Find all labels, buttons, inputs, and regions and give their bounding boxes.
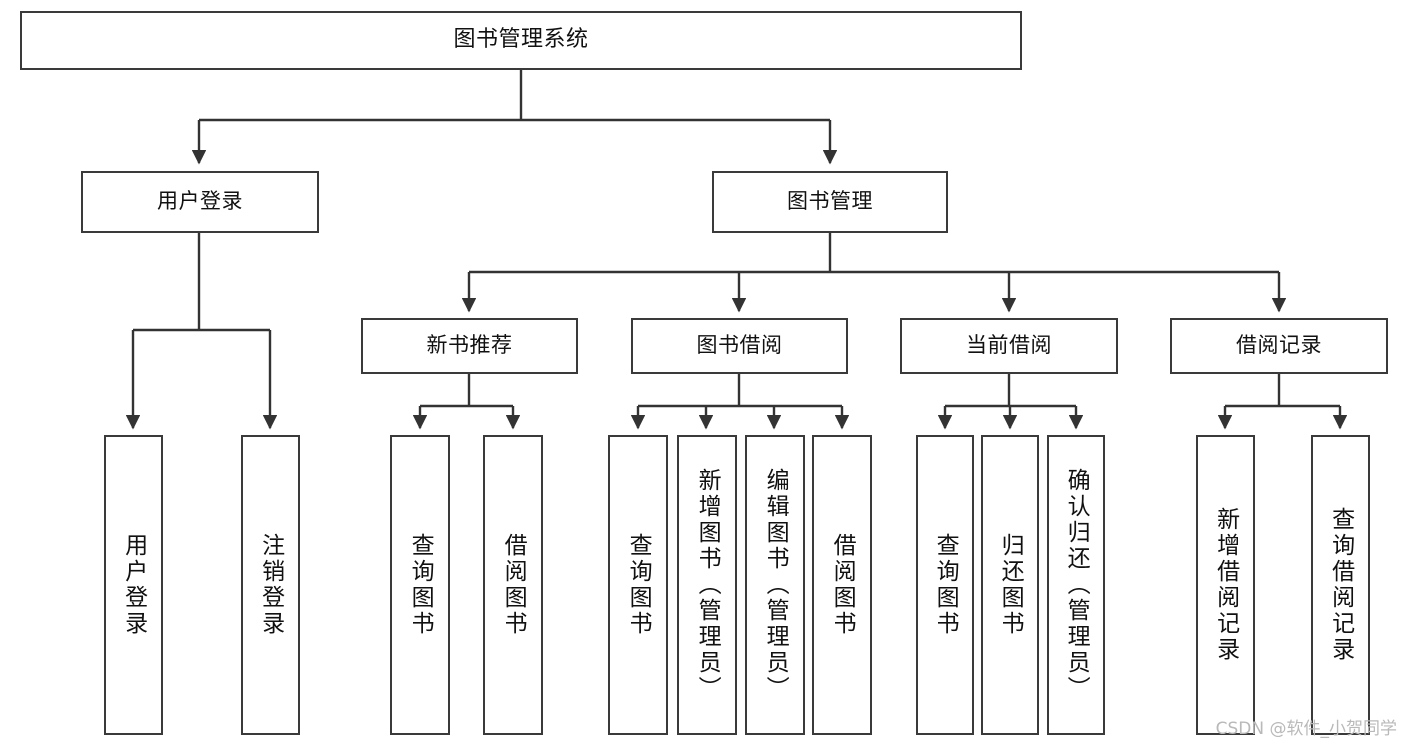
node-root-system[interactable]: 图书管理系统: [20, 11, 1022, 70]
leaf-user-login[interactable]: 用户登录: [104, 435, 163, 735]
node-label: 借阅图书: [500, 533, 527, 637]
node-book-borrow[interactable]: 图书借阅: [631, 318, 848, 374]
node-label: 注销登录: [257, 533, 284, 637]
node-label: 当前借阅: [966, 333, 1052, 358]
node-current-borrow[interactable]: 当前借阅: [900, 318, 1118, 374]
node-label: 用户登录: [157, 189, 243, 214]
node-label: 归还图书: [997, 533, 1024, 637]
node-label: 借阅记录: [1236, 333, 1322, 358]
node-book-management[interactable]: 图书管理: [712, 171, 948, 233]
leaf-query-book-recommend[interactable]: 查询图书: [390, 435, 450, 735]
node-label: 确认归还（管理员）: [1063, 468, 1090, 702]
node-label: 查询图书: [407, 533, 434, 637]
node-user-login[interactable]: 用户登录: [81, 171, 319, 233]
node-label: 查询图书: [932, 533, 959, 637]
node-label: 查询借阅记录: [1327, 507, 1354, 663]
node-label: 图书借阅: [696, 333, 783, 358]
node-label: 新增图书（管理员）: [694, 468, 721, 702]
leaf-query-book-borrow[interactable]: 查询图书: [608, 435, 668, 735]
node-borrow-record[interactable]: 借阅记录: [1170, 318, 1388, 374]
leaf-add-borrow-record[interactable]: 新增借阅记录: [1196, 435, 1255, 735]
csdn-watermark: CSDN @软件_小贺同学: [1215, 719, 1397, 739]
leaf-query-borrow-record[interactable]: 查询借阅记录: [1311, 435, 1370, 735]
leaf-borrow-book-recommend[interactable]: 借阅图书: [483, 435, 543, 735]
leaf-logout-login[interactable]: 注销登录: [241, 435, 300, 735]
node-label: 查询图书: [625, 533, 652, 637]
leaf-confirm-return-admin[interactable]: 确认归还（管理员）: [1047, 435, 1105, 735]
node-label: 新书推荐: [426, 333, 513, 358]
leaf-borrow-book-borrow[interactable]: 借阅图书: [812, 435, 872, 735]
leaf-query-book-current[interactable]: 查询图书: [916, 435, 974, 735]
node-label: 用户登录: [120, 533, 147, 637]
node-label: 借阅图书: [829, 533, 856, 637]
node-label: 新增借阅记录: [1212, 507, 1239, 663]
node-label: 图书管理系统: [453, 27, 589, 53]
leaf-add-book-admin[interactable]: 新增图书（管理员）: [677, 435, 737, 735]
leaf-edit-book-admin[interactable]: 编辑图书（管理员）: [745, 435, 805, 735]
node-new-book-recommend[interactable]: 新书推荐: [361, 318, 578, 374]
node-label: 编辑图书（管理员）: [762, 468, 789, 702]
leaf-return-book[interactable]: 归还图书: [981, 435, 1039, 735]
node-label: 图书管理: [787, 189, 873, 214]
